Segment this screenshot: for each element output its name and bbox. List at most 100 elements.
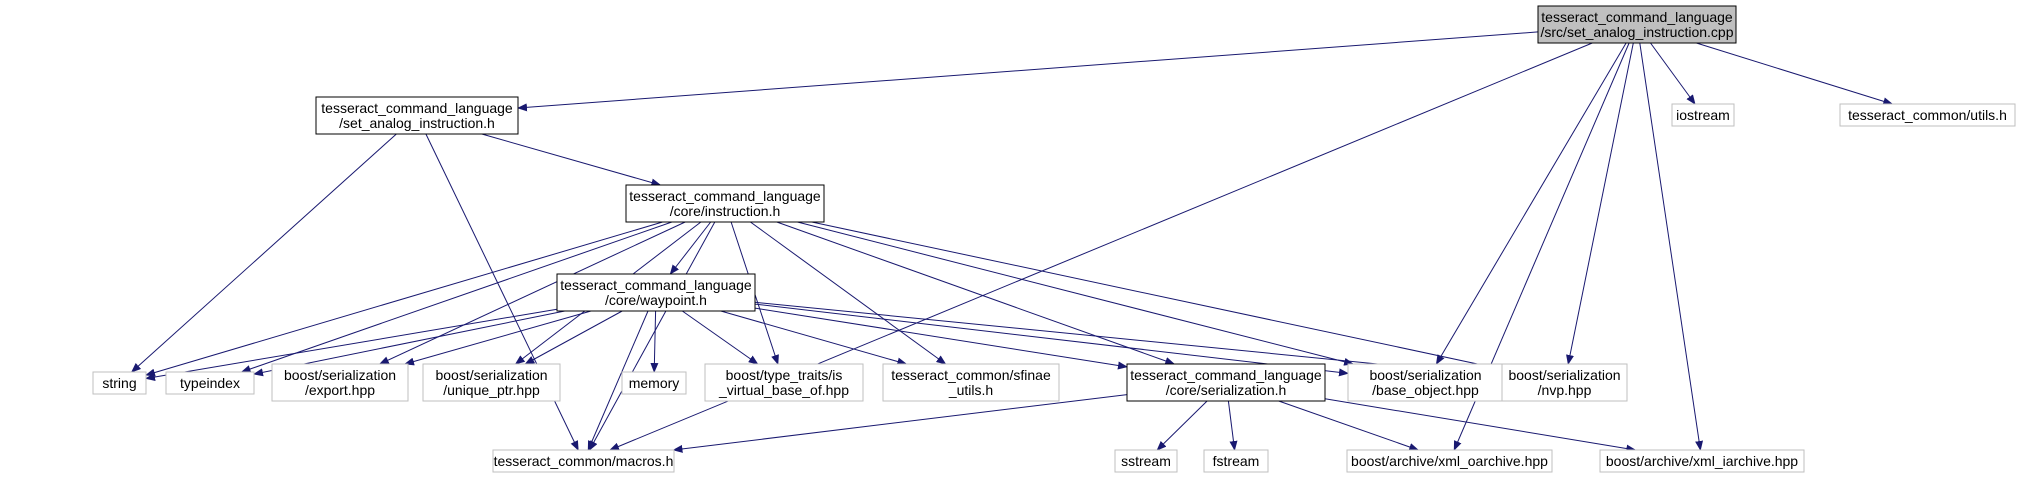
node-box xyxy=(1599,449,1805,473)
node-serialization-h[interactable]: tesseract_command_language/core/serializ… xyxy=(1126,363,1326,402)
node-label-line: /base_object.hpp xyxy=(1372,382,1479,398)
node-export-hpp: boost/serialization/export.hpp xyxy=(271,363,409,402)
node-sstream: sstream xyxy=(1114,449,1178,473)
node-macros-h: tesseract_common/macros.h xyxy=(492,449,675,473)
node-label-line: /unique_ptr.hpp xyxy=(443,382,540,398)
node-label-line: boost/archive/xml_oarchive.hpp xyxy=(1351,453,1548,469)
node-label-line: boost/serialization xyxy=(284,367,396,383)
node-box xyxy=(621,371,687,395)
node-nvp-hpp: boost/serialization/nvp.hpp xyxy=(1501,363,1628,402)
node-label-line: /export.hpp xyxy=(305,382,375,398)
edge-waypoint_h-to-serialization_h xyxy=(754,307,1128,370)
edge-instruction_h-to-export_hpp xyxy=(378,221,686,365)
edge-waypoint_h-to-memory xyxy=(650,310,659,373)
node-box xyxy=(271,363,409,402)
edge-serialization_h-to-fstream xyxy=(1227,400,1238,451)
node-label-line: boost/type_traits/is xyxy=(726,367,843,383)
node-sfinae-utils: tesseract_common/sfinae_utils.h xyxy=(882,363,1060,402)
node-label-line: /set_analog_instruction.h xyxy=(339,115,495,131)
node-memory: memory xyxy=(621,371,687,395)
edge-set_analog_h-to-instruction_h xyxy=(481,133,662,187)
node-utils-h: tesseract_common/utils.h xyxy=(1839,103,2016,127)
edge-root-to-base_object_hpp xyxy=(1435,42,1627,365)
node-string: string xyxy=(92,371,147,395)
node-label-line: /nvp.hpp xyxy=(1538,382,1592,398)
node-label-line: boost/serialization xyxy=(435,367,547,383)
edge-instruction_h-to-sfinae_utils xyxy=(750,221,947,365)
node-label-line: iostream xyxy=(1676,107,1730,123)
node-xml-iarchive: boost/archive/xml_iarchive.hpp xyxy=(1599,449,1805,473)
node-box xyxy=(1537,5,1737,44)
node-label-line: boost/serialization xyxy=(1508,367,1620,383)
edge-instruction_h-to-nvp_hpp xyxy=(811,221,1503,372)
edge-waypoint_h-to-unique_ptr_hpp xyxy=(524,310,623,365)
edge-root-to-set_analog_h xyxy=(517,31,1539,112)
node-label-line: tesseract_common/utils.h xyxy=(1848,107,2007,123)
node-box xyxy=(92,371,147,395)
node-label-line: string xyxy=(102,375,136,391)
node-iostream: iostream xyxy=(1671,103,1735,127)
node-label-line: /src/set_analog_instruction.cpp xyxy=(1541,24,1734,40)
node-label-line: tesseract_command_language xyxy=(1541,9,1733,25)
node-label-line: tesseract_common/macros.h xyxy=(494,453,674,469)
node-label-line: tesseract_command_language xyxy=(629,188,821,204)
edge-waypoint_h-to-sfinae_utils xyxy=(720,310,908,366)
node-is-virtual-base-of: boost/type_traits/is_virtual_base_of.hpp xyxy=(704,363,864,402)
node-box xyxy=(556,273,756,312)
node-box xyxy=(1346,449,1553,473)
node-label-line: _virtual_base_of.hpp xyxy=(718,382,849,398)
edge-waypoint_h-to-is_virtual_base_of xyxy=(682,310,759,365)
node-box xyxy=(1839,103,2016,127)
edge-serialization_h-to-sstream xyxy=(1156,400,1208,451)
node-box xyxy=(1501,363,1628,402)
node-label-line: /core/waypoint.h xyxy=(605,292,707,308)
edge-instruction_h-to-string xyxy=(145,221,663,377)
node-waypoint-h[interactable]: tesseract_command_language/core/waypoint… xyxy=(556,273,756,312)
edge-set_analog_h-to-string xyxy=(130,133,397,373)
node-box xyxy=(422,363,561,402)
edge-waypoint_h-to-string xyxy=(145,308,558,381)
node-label-line: sstream xyxy=(1121,453,1171,469)
nodes-layer: tesseract_command_language/src/set_analo… xyxy=(92,5,2016,473)
edges-layer xyxy=(130,31,1894,453)
node-typeindex: typeindex xyxy=(165,371,255,395)
node-base-object-hpp: boost/serialization/base_object.hpp xyxy=(1347,363,1504,402)
node-unique-ptr-hpp: boost/serialization/unique_ptr.hpp xyxy=(422,363,561,402)
node-label-line: fstream xyxy=(1213,453,1260,469)
node-box xyxy=(1203,449,1269,473)
node-label-line: tesseract_command_language xyxy=(321,100,513,116)
node-label-line: tesseract_command_language xyxy=(560,277,752,293)
node-label-line: boost/archive/xml_iarchive.hpp xyxy=(1606,453,1798,469)
edge-instruction_h-to-base_object_hpp xyxy=(797,221,1355,366)
node-box xyxy=(1114,449,1178,473)
node-box xyxy=(625,184,825,223)
edge-set_analog_h-to-macros_h xyxy=(425,133,579,451)
node-box xyxy=(704,363,864,402)
node-box xyxy=(315,96,519,135)
node-root[interactable]: tesseract_command_language/src/set_analo… xyxy=(1537,5,1737,44)
edge-instruction_h-to-typeindex xyxy=(240,221,673,373)
node-label-line: memory xyxy=(629,375,680,391)
node-label-line: typeindex xyxy=(180,375,240,391)
node-label-line: /core/instruction.h xyxy=(670,203,781,219)
edge-root-to-xml_iarchive xyxy=(1639,42,1704,451)
node-label-line: tesseract_command_language xyxy=(1130,367,1322,383)
edge-serialization_h-to-macros_h xyxy=(672,394,1128,453)
edge-serialization_h-to-xml_oarchive xyxy=(1278,400,1420,451)
edge-root-to-nvp_hpp xyxy=(1566,42,1634,365)
node-box xyxy=(492,449,675,473)
node-box xyxy=(882,363,1060,402)
node-label-line: /core/serialization.h xyxy=(1166,382,1287,398)
node-instruction-h[interactable]: tesseract_command_language/core/instruct… xyxy=(625,184,825,223)
edge-instruction_h-to-waypoint_h xyxy=(669,221,712,275)
edge-waypoint_h-to-base_object_hpp xyxy=(754,303,1349,377)
node-label-line: boost/serialization xyxy=(1369,367,1481,383)
edge-instruction_h-to-serialization_h xyxy=(776,221,1176,365)
node-xml-oarchive: boost/archive/xml_oarchive.hpp xyxy=(1346,449,1553,473)
edge-waypoint_h-to-export_hpp xyxy=(404,310,592,366)
node-box xyxy=(1126,363,1326,402)
node-fstream: fstream xyxy=(1203,449,1269,473)
node-set-analog-h[interactable]: tesseract_command_language/set_analog_in… xyxy=(315,96,519,135)
edge-root-to-iostream xyxy=(1650,42,1696,105)
